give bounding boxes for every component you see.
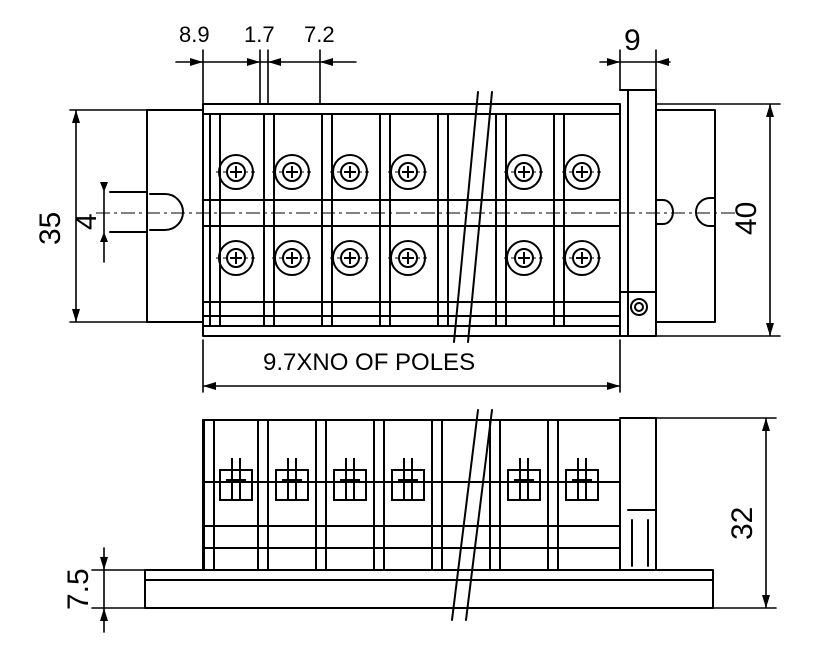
side-terminal xyxy=(333,458,367,501)
dim-end-width: 9 xyxy=(624,24,641,57)
terminal-screw xyxy=(562,240,602,276)
side-end-cover xyxy=(619,417,657,571)
break-line xyxy=(453,91,493,343)
top-barrier xyxy=(321,114,333,326)
base-plate xyxy=(144,569,714,609)
side-barrier xyxy=(315,420,327,570)
terminal-screw xyxy=(504,154,544,190)
terminal-screw xyxy=(562,154,602,190)
side-terminal xyxy=(275,458,309,501)
side-barrier xyxy=(547,420,559,570)
top-barrier xyxy=(437,114,449,326)
right-flange xyxy=(655,109,716,323)
side-view xyxy=(144,409,714,621)
end-screw xyxy=(630,298,648,316)
side-terminal xyxy=(391,458,425,501)
side-pole-group xyxy=(203,420,599,570)
top-barrier xyxy=(495,114,507,326)
dim-height-top: 35 xyxy=(34,212,67,245)
dim-side-height: 32 xyxy=(726,507,759,540)
side-terminal xyxy=(565,458,599,501)
top-barrier xyxy=(209,114,221,326)
right-mount-slot xyxy=(695,197,716,227)
terminal-screw xyxy=(216,240,256,276)
terminal-screw xyxy=(272,240,312,276)
side-barrier xyxy=(431,420,443,570)
top-barrier xyxy=(379,114,391,326)
dim-slot: 4 xyxy=(70,213,103,230)
top-view xyxy=(109,89,716,343)
terminal-screw xyxy=(330,240,370,276)
side-barrier xyxy=(257,420,269,570)
side-break-line xyxy=(451,409,493,621)
dim-length-formula: 9.7XNO OF POLES xyxy=(263,349,475,376)
side-body-outline xyxy=(202,419,621,571)
dimension-lines xyxy=(69,49,781,633)
arrowheads xyxy=(72,58,774,621)
side-barrier xyxy=(203,420,215,570)
dim-pitch-left: 8.9 xyxy=(179,22,210,47)
left-flange xyxy=(146,109,204,323)
terminal-screw xyxy=(330,154,370,190)
terminal-screw xyxy=(504,240,544,276)
dim-gap: 1.7 xyxy=(244,22,275,47)
top-pole-group xyxy=(96,114,735,326)
top-barrier xyxy=(263,114,275,326)
top-barrier xyxy=(553,114,565,326)
dim-base-thickness: 7.5 xyxy=(62,568,95,610)
side-terminal xyxy=(507,458,541,501)
dim-height-right: 40 xyxy=(730,202,763,235)
dim-pitch: 7.2 xyxy=(304,22,335,47)
side-barrier xyxy=(373,420,385,570)
side-barrier xyxy=(489,420,501,570)
left-mount-slot xyxy=(149,193,184,231)
side-terminal xyxy=(219,458,253,501)
terminal-screw xyxy=(272,154,312,190)
terminal-screw xyxy=(388,154,428,190)
terminal-screw xyxy=(216,154,256,190)
terminal-screw xyxy=(388,240,428,276)
